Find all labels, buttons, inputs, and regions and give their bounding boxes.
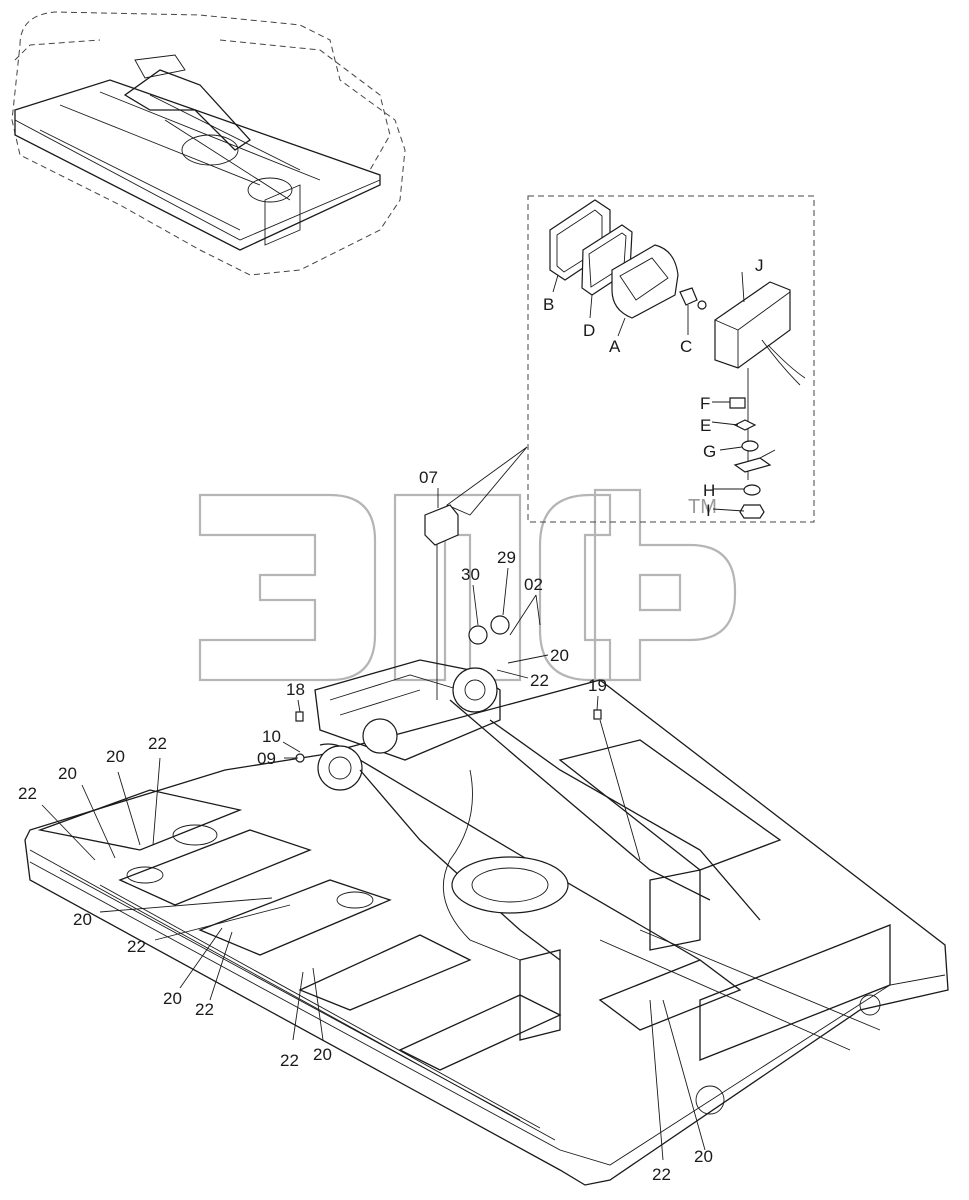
callout-22: 22 [652,1165,671,1184]
callout-C: C [680,337,692,356]
callout-J: J [755,256,764,275]
upper-frame-assembly [24,504,949,1186]
callout-A: A [609,337,621,356]
callout-20: 20 [163,989,182,1008]
watermark-logo: TM [198,488,737,682]
callout-09: 09 [257,749,276,768]
callout-20: 20 [73,910,92,929]
callout-I: I [706,501,711,520]
callout-22: 22 [127,937,146,956]
callout-19: 19 [588,676,607,695]
callout-22: 22 [148,734,167,753]
machine-overview-inset [11,11,406,276]
callout-leaders [41,488,706,1161]
part-callouts: 07 30 29 02 20 22 18 19 10 09 20 22 20 2… [18,468,713,1184]
callout-22: 22 [18,784,37,803]
callout-E: E [700,416,711,435]
callout-20: 20 [550,646,569,665]
watermark-tm: TM [688,496,717,518]
callout-07: 07 [419,468,438,487]
callout-10: 10 [262,727,281,746]
callout-29: 29 [497,548,516,567]
callout-22: 22 [195,1000,214,1019]
callout-B: B [543,295,554,314]
callout-30: 30 [461,565,480,584]
callout-F: F [700,394,710,413]
callout-G: G [703,442,716,461]
callout-H: H [703,481,715,500]
callout-22: 22 [530,671,549,690]
callout-20: 20 [313,1045,332,1064]
callout-18: 18 [286,680,305,699]
callout-22: 22 [280,1051,299,1070]
callout-20: 20 [58,764,77,783]
callout-20: 20 [694,1147,713,1166]
work-lamp-detail-inset: B D A C J F E G H I [446,195,815,523]
callout-D: D [583,321,595,340]
callout-20: 20 [106,747,125,766]
callout-02: 02 [524,575,543,594]
